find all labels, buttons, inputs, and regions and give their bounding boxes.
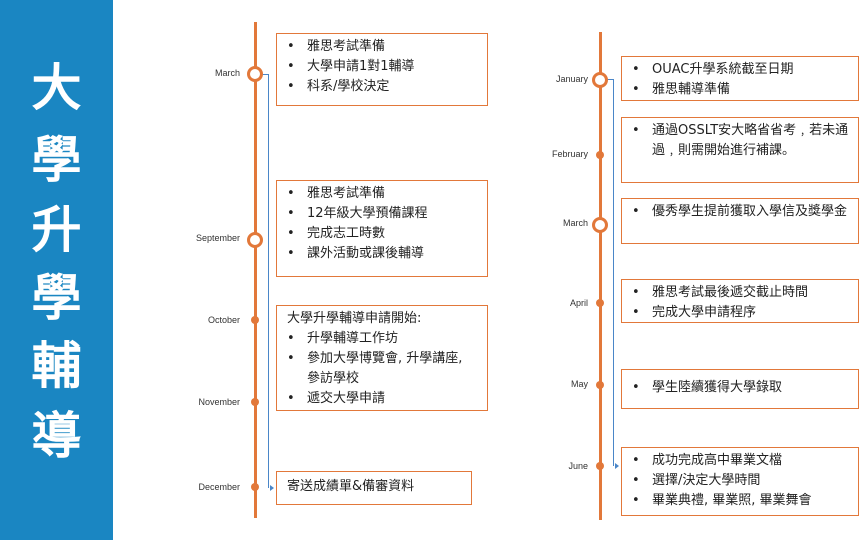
event-box: OUAC升學系統截至日期 雅思輔導準備: [621, 56, 859, 101]
sidebar-title-panel: 大 學 升 學 輔 導: [0, 0, 113, 540]
connector-arrow-icon: [615, 463, 619, 469]
event-box: 優秀學生提前獲取入學信及獎學金: [621, 198, 859, 244]
month-label: April: [569, 298, 588, 308]
event-box: 大學升學輔導申請開始: 升學輔導工作坊 參加大學博覽會, 升學講座, 參訪學校 …: [276, 305, 488, 411]
month-label: February: [551, 149, 588, 159]
timeline-axis: [599, 32, 602, 520]
milestone-ring-icon: [247, 66, 263, 82]
event-item: 課外活動或課後輔導: [287, 244, 479, 264]
event-item: 升學輔導工作坊: [287, 329, 479, 349]
title-char: 大: [31, 59, 82, 117]
milestone-ring-icon: [247, 232, 263, 248]
event-item: 成功完成高中畢業文檔: [632, 451, 850, 471]
connector-line: [268, 74, 269, 488]
month-label: January: [555, 74, 588, 84]
connector-line: [613, 79, 614, 466]
month-label: May: [570, 379, 588, 389]
event-box: 雅思考試最後遞交截止時間 完成大學申請程序: [621, 279, 859, 323]
milestone-dot-icon: [596, 299, 604, 307]
milestone-ring-icon: [592, 217, 608, 233]
milestone-dot-icon: [251, 483, 259, 491]
title-char: 學: [31, 131, 82, 189]
event-item: 雅思考試最後遞交截止時間: [632, 283, 850, 303]
connector-tick: [262, 74, 268, 75]
month-label: November: [198, 397, 240, 407]
event-item: 完成大學申請程序: [632, 303, 850, 323]
milestone-dot-icon: [596, 381, 604, 389]
connector-tick: [607, 79, 613, 80]
event-item: 學生陸續獲得大學錄取: [632, 378, 850, 398]
event-item: 參加大學博覽會, 升學講座, 參訪學校: [287, 349, 479, 389]
milestone-dot-icon: [596, 151, 604, 159]
connector-arrow-icon: [270, 485, 274, 491]
title-char: 導: [31, 407, 82, 465]
event-item: 雅思考試準備: [287, 184, 479, 204]
month-label: September: [195, 233, 240, 243]
title-char: 輔: [31, 337, 82, 395]
event-item: 遞交大學申請: [287, 389, 479, 409]
event-item: 通過OSSLT安大略省省考﹐若未通過﹐則需開始進行補課。: [632, 121, 850, 161]
event-box: 學生陸續獲得大學錄取: [621, 369, 859, 409]
month-label: December: [198, 482, 240, 492]
event-heading: 寄送成績單&備審資料: [287, 479, 415, 494]
event-item: 選擇/決定大學時間: [632, 471, 850, 491]
milestone-dot-icon: [251, 316, 259, 324]
title-char: 升: [31, 201, 82, 259]
event-item: 優秀學生提前獲取入學信及獎學金: [632, 202, 850, 222]
event-item: 雅思考試準備: [287, 37, 479, 57]
event-box: 雅思考試準備 大學申請1對1輔導 科系/學校決定: [276, 33, 488, 106]
event-item: 畢業典禮, 畢業照, 畢業舞會: [632, 491, 850, 511]
month-label: March: [562, 218, 588, 228]
event-box: 成功完成高中畢業文檔 選擇/決定大學時間 畢業典禮, 畢業照, 畢業舞會: [621, 447, 859, 516]
milestone-dot-icon: [251, 398, 259, 406]
event-box: 通過OSSLT安大略省省考﹐若未通過﹐則需開始進行補課。: [621, 117, 859, 183]
milestone-ring-icon: [592, 72, 608, 88]
event-item: OUAC升學系統截至日期: [632, 60, 850, 80]
event-item: 雅思輔導準備: [632, 80, 850, 100]
event-heading: 大學升學輔導申請開始:: [287, 311, 422, 326]
month-label: October: [207, 315, 240, 325]
event-item: 12年級大學預備課程: [287, 204, 479, 224]
event-item: 科系/學校決定: [287, 77, 479, 97]
month-label: March: [214, 68, 240, 78]
timeline-axis: [254, 22, 257, 518]
event-item: 完成志工時數: [287, 224, 479, 244]
event-box: 寄送成績單&備審資料: [276, 471, 472, 505]
month-label: June: [568, 461, 588, 471]
event-box: 雅思考試準備 12年級大學預備課程 完成志工時數 課外活動或課後輔導: [276, 180, 488, 277]
event-item: 大學申請1對1輔導: [287, 57, 479, 77]
milestone-dot-icon: [596, 462, 604, 470]
title-char: 學: [31, 269, 82, 327]
